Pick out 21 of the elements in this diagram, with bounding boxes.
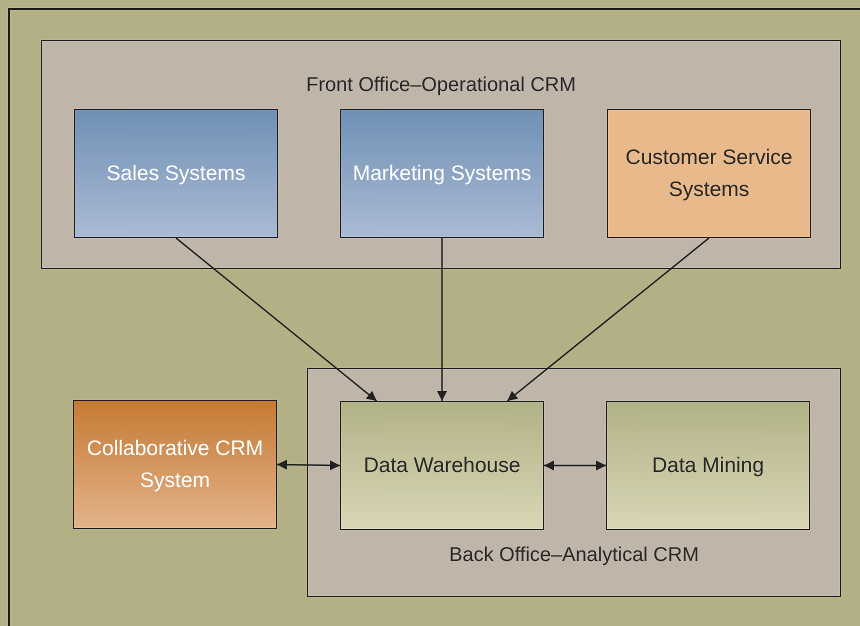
- group-title: Back Office–Analytical CRM: [448, 543, 700, 568]
- process-box: [74, 109, 278, 238]
- box-label: Customer Service Systems: [624, 144, 794, 202]
- arrow: [506, 237, 710, 402]
- arrow: [544, 460, 606, 470]
- process-box: [340, 401, 544, 530]
- process-box: [73, 400, 277, 529]
- arrow: [437, 238, 447, 401]
- box-label: Sales Systems: [106, 160, 246, 186]
- process-box: [606, 401, 810, 530]
- group-panel: [307, 368, 841, 597]
- arrow: [276, 460, 340, 470]
- box-label: Marketing Systems: [352, 160, 532, 186]
- box-label: Data Warehouse: [362, 452, 522, 478]
- group-panel: [41, 40, 841, 269]
- box-label: Data Mining: [650, 452, 766, 478]
- group-title: Front Office–Operational CRM: [305, 73, 577, 98]
- process-box: [340, 109, 544, 238]
- arrow: [176, 237, 378, 402]
- box-label: Collaborative CRM System: [86, 436, 264, 494]
- process-box: [607, 109, 811, 238]
